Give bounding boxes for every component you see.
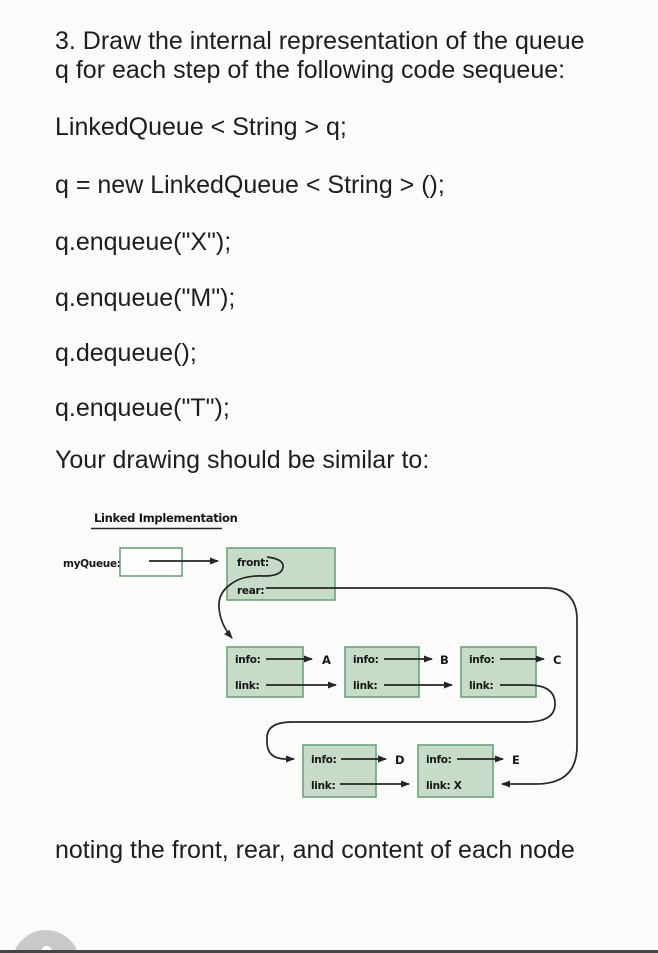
node-b-value: B xyxy=(440,653,448,667)
node-b-box xyxy=(344,646,420,698)
node-e-link-label: link: X xyxy=(426,780,462,792)
node-e-value: E xyxy=(512,753,520,767)
front-rear-box xyxy=(226,547,336,601)
node-d-box xyxy=(302,744,377,798)
node-d-link-label: link: xyxy=(311,780,335,792)
node-c-link-arrow xyxy=(266,684,556,763)
person-head-icon xyxy=(41,946,52,953)
bottom-screen-edge xyxy=(0,950,658,953)
diagram-title: Linked Implementation xyxy=(94,511,238,525)
node-c-link-label: link: xyxy=(469,680,493,692)
code-line-enqueue-m: q.enqueue("M"); xyxy=(55,284,236,312)
node-c-value: C xyxy=(553,653,561,667)
node-d-value: D xyxy=(395,753,404,767)
queue-diagram: Linked Implementation myQueue: front: re… xyxy=(63,511,578,798)
closing-note-line: noting the front, rear, and content of e… xyxy=(55,836,575,864)
node-e-box xyxy=(417,744,494,798)
node-a-value: A xyxy=(322,653,331,667)
code-line-enqueue-t: q.enqueue("T"); xyxy=(55,394,230,422)
question-heading-line-2: q for each step of the following code se… xyxy=(55,56,566,84)
drawing-intro-line: Your drawing should be similar to: xyxy=(55,446,430,474)
floating-action-button[interactable] xyxy=(12,930,80,953)
node-a-link-label: link: xyxy=(235,680,259,692)
node-a-box xyxy=(226,646,304,698)
node-e-info-label: info: xyxy=(426,754,452,766)
rear-label: rear: xyxy=(237,585,264,597)
node-a-info-label: info: xyxy=(235,654,261,666)
node-b-link-label: link: xyxy=(353,680,377,692)
front-label: front: xyxy=(237,557,269,569)
code-line-dequeue: q.dequeue(); xyxy=(55,339,197,367)
code-line-new: q = new LinkedQueue < String > (); xyxy=(55,171,445,199)
node-c-box xyxy=(460,646,537,698)
question-heading-line-1: 3. Draw the internal representation of t… xyxy=(55,27,585,55)
queue-pointer-box xyxy=(119,547,183,577)
code-line-declare: LinkedQueue < String > q; xyxy=(55,113,347,141)
node-d-info-label: info: xyxy=(311,754,337,766)
node-c-info-label: info: xyxy=(469,654,495,666)
front-pointer-arrow xyxy=(218,556,284,639)
code-line-enqueue-x: q.enqueue("X"); xyxy=(55,228,232,256)
rear-pointer-arrow xyxy=(266,587,578,788)
node-b-info-label: info: xyxy=(353,654,379,666)
queue-var-label: myQueue: xyxy=(63,558,121,570)
